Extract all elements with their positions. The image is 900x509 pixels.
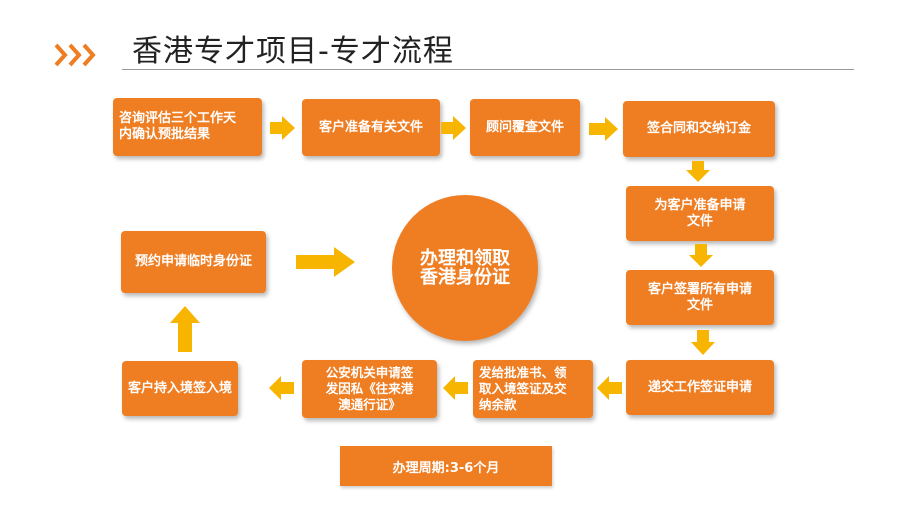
arrow-right-icon (589, 117, 618, 141)
arrow-down-icon (691, 330, 715, 355)
arrow-right-icon (441, 116, 466, 140)
title-divider (122, 69, 854, 70)
step-submit-visa: 递交工作签证申请 (626, 360, 774, 415)
step-book-id: 预约申请临时身份证 (121, 231, 266, 293)
final-step-circle: 办理和领取 香港身份证 (392, 195, 538, 341)
step-consult: 咨询评估三个工作天 内确认预批结果 (113, 98, 262, 156)
arrow-right-icon (296, 247, 355, 277)
arrow-left-icon (597, 376, 622, 400)
arrow-left-icon (269, 376, 294, 400)
arrow-down-icon (686, 161, 710, 182)
processing-period: 办理周期:3-6个月 (340, 446, 552, 486)
step-travel-permit: 公安机关申请签 发因私《往来港 澳通行证》 (302, 360, 437, 418)
step-approval-visa: 发给批准书、领 取入境签证及交 纳余款 (473, 360, 593, 418)
step-contract-deposit: 签合同和交纳订金 (623, 101, 775, 157)
step-review-files: 顾问覆查文件 (470, 99, 580, 156)
page-title: 香港专才项目-专才流程 (132, 34, 454, 69)
arrow-down-icon (689, 244, 713, 267)
arrow-right-icon (270, 116, 295, 140)
step-enter-hk: 客户持入境签入境 (122, 361, 238, 416)
step-prepare-files: 客户准备有关文件 (302, 99, 440, 156)
arrow-left-icon (443, 376, 468, 400)
step-sign-documents: 客户签署所有申请 文件 (626, 270, 774, 325)
arrow-up-icon (170, 306, 200, 352)
step-prepare-application: 为客户准备申请 文件 (626, 186, 774, 241)
chevrons-icon (54, 43, 96, 67)
